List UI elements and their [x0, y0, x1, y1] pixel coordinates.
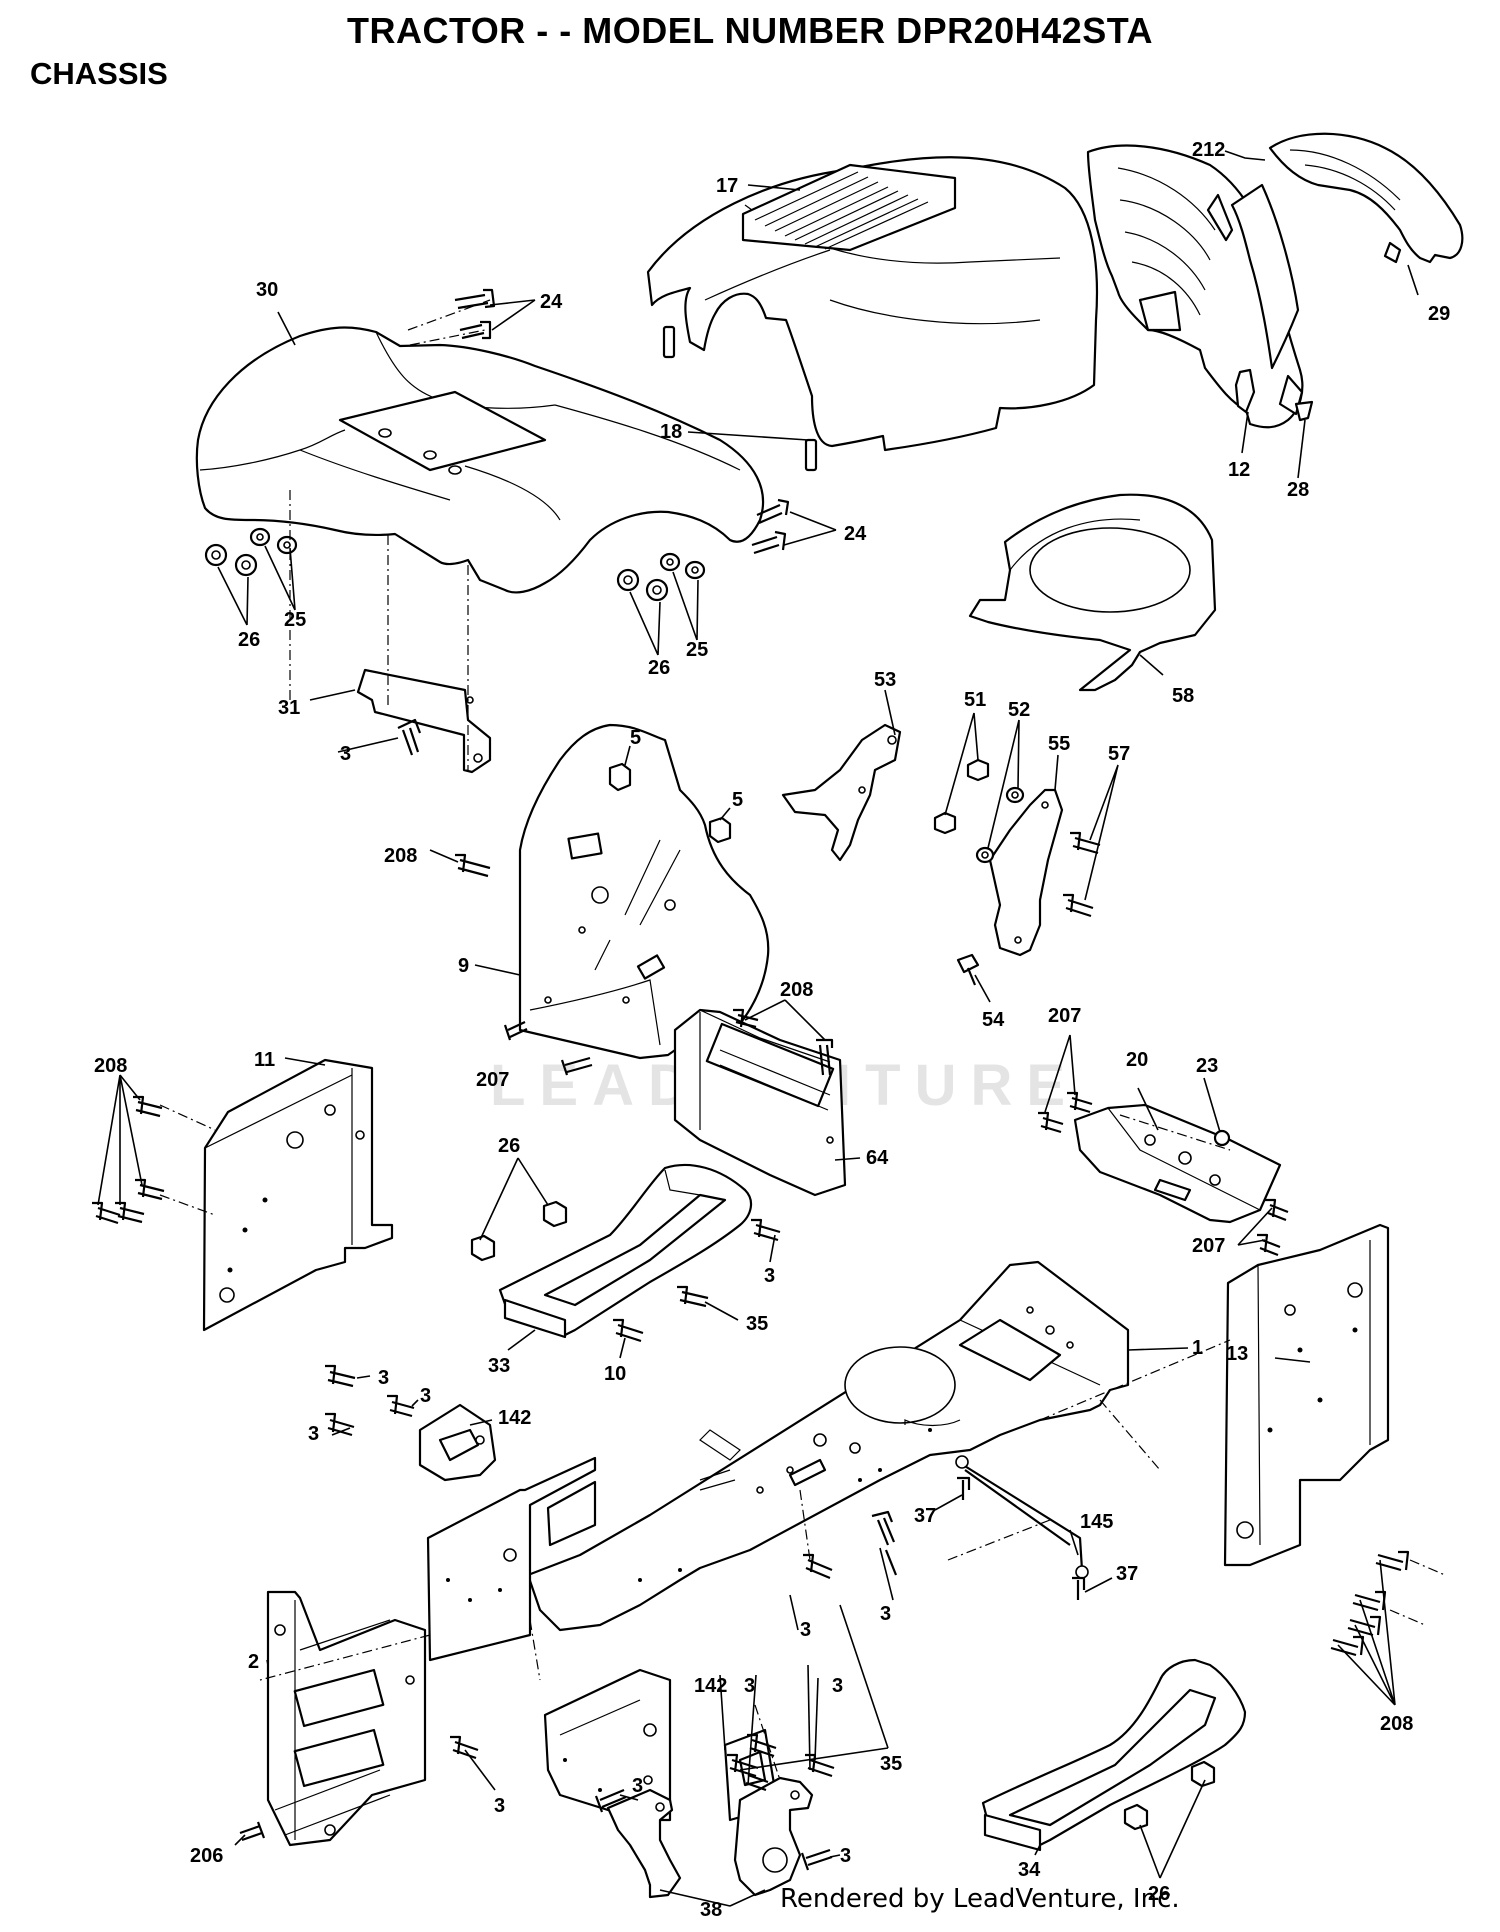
- callout-3: 3: [880, 1603, 891, 1625]
- callout-9: 9: [458, 955, 469, 977]
- callout-206: 206: [190, 1845, 223, 1867]
- callout-54: 54: [982, 1009, 1005, 1031]
- callout-51: 51: [964, 689, 986, 711]
- callout-26: 26: [238, 629, 260, 651]
- part-212-grille: [1086, 144, 1304, 429]
- callout-17: 17: [716, 175, 738, 197]
- part-145-rod: [955, 1455, 1089, 1579]
- callout-142: 142: [694, 1675, 727, 1697]
- part-58-engine-shield: [968, 493, 1217, 692]
- callout-64: 64: [866, 1147, 889, 1169]
- callout-20: 20: [1126, 1049, 1148, 1071]
- callout-55: 55: [1048, 733, 1070, 755]
- callout-58: 58: [1172, 685, 1194, 707]
- part-13-side-panel: [1223, 1223, 1390, 1567]
- callout-53: 53: [874, 669, 896, 691]
- part-142-bracket-left: [418, 1403, 497, 1482]
- callout-5: 5: [732, 789, 743, 811]
- callout-3: 3: [800, 1619, 811, 1641]
- callout-25: 25: [686, 639, 708, 661]
- callout-28: 28: [1287, 479, 1309, 501]
- callout-labels: 17 212 29 30 24 18 12 28 24 25 26 25 26 …: [94, 139, 1450, 1921]
- part-9-dash-panel: [518, 723, 770, 1060]
- callout-3: 3: [308, 1423, 319, 1445]
- callout-26: 26: [648, 657, 670, 679]
- part-29-nose-insert: [1268, 132, 1464, 264]
- assembly-centerlines: [159, 299, 1446, 1781]
- callout-23: 23: [1196, 1055, 1218, 1077]
- callout-12: 12: [1228, 459, 1250, 481]
- callout-3: 3: [340, 743, 351, 765]
- part-34-footrest-right: [981, 1658, 1247, 1852]
- callout-208: 208: [780, 979, 813, 1001]
- part-55-mount-bracket: [988, 788, 1064, 957]
- callout-11: 11: [254, 1049, 275, 1071]
- part-30-fender: [195, 326, 765, 594]
- part-18-hood-bumper: [662, 325, 818, 472]
- callout-38: 38: [700, 1899, 722, 1921]
- fasteners: [92, 288, 1410, 1871]
- leader-lines: [97, 150, 1419, 1907]
- callout-142: 142: [498, 1407, 531, 1429]
- part-28-bracket: [1294, 400, 1314, 422]
- page-title: TRACTOR - - MODEL NUMBER DPR20H42STA: [346, 10, 1154, 51]
- section-heading: CHASSIS: [30, 56, 168, 91]
- callout-145: 145: [1080, 1511, 1113, 1533]
- callout-30: 30: [256, 279, 278, 301]
- callout-18: 18: [660, 421, 682, 443]
- callout-3: 3: [494, 1795, 505, 1817]
- callout-57: 57: [1108, 743, 1130, 765]
- part-11-side-panel: [202, 1058, 394, 1332]
- callout-207: 207: [1192, 1235, 1225, 1257]
- part-20-seat-plate: [1073, 1103, 1282, 1224]
- callout-208: 208: [94, 1055, 127, 1077]
- part-31-fender-bracket: [356, 668, 492, 774]
- callout-3: 3: [744, 1675, 755, 1697]
- callout-37: 37: [1116, 1563, 1138, 1585]
- part-17-hood: [646, 156, 1099, 452]
- callout-52: 52: [1008, 699, 1030, 721]
- callout-26: 26: [498, 1135, 520, 1157]
- callout-3: 3: [420, 1385, 431, 1407]
- callout-2: 2: [248, 1651, 259, 1673]
- callout-3: 3: [832, 1675, 843, 1697]
- callout-5: 5: [630, 727, 641, 749]
- footer-credit: Rendered by LeadVenture, Inc.: [780, 1884, 1180, 1914]
- callout-24: 24: [540, 291, 563, 313]
- callout-208: 208: [1380, 1713, 1413, 1735]
- callout-10: 10: [604, 1363, 626, 1385]
- callout-208: 208: [384, 845, 417, 867]
- callout-3: 3: [632, 1775, 643, 1797]
- part-frame-front-section: [426, 1456, 672, 1822]
- callout-25: 25: [284, 609, 306, 631]
- callout-29: 29: [1428, 303, 1450, 325]
- part-38-bracket: [606, 1776, 814, 1899]
- callout-1: 1: [1192, 1337, 1203, 1359]
- part-12-hood-clip: [1234, 368, 1256, 414]
- callout-3: 3: [378, 1367, 389, 1389]
- callout-35: 35: [746, 1313, 768, 1335]
- callout-26: 26: [1148, 1883, 1170, 1905]
- callout-13: 13: [1226, 1343, 1248, 1365]
- callout-212: 212: [1192, 139, 1225, 161]
- callout-207: 207: [476, 1069, 509, 1091]
- callout-37: 37: [914, 1505, 936, 1527]
- part-1-main-frame: [526, 1260, 1130, 1632]
- callout-31: 31: [278, 697, 300, 719]
- callout-34: 34: [1018, 1859, 1041, 1881]
- part-53-mount-bracket: [781, 723, 902, 862]
- callout-3: 3: [764, 1265, 775, 1287]
- callout-33: 33: [488, 1355, 510, 1377]
- callout-207: 207: [1048, 1005, 1081, 1027]
- part-64-cover-bracket: [673, 1008, 847, 1197]
- callout-35: 35: [880, 1753, 902, 1775]
- part-33-footrest-left: [498, 1163, 753, 1339]
- callout-24: 24: [844, 523, 867, 545]
- callout-3: 3: [840, 1845, 851, 1867]
- part-2-front-plate: [266, 1590, 427, 1847]
